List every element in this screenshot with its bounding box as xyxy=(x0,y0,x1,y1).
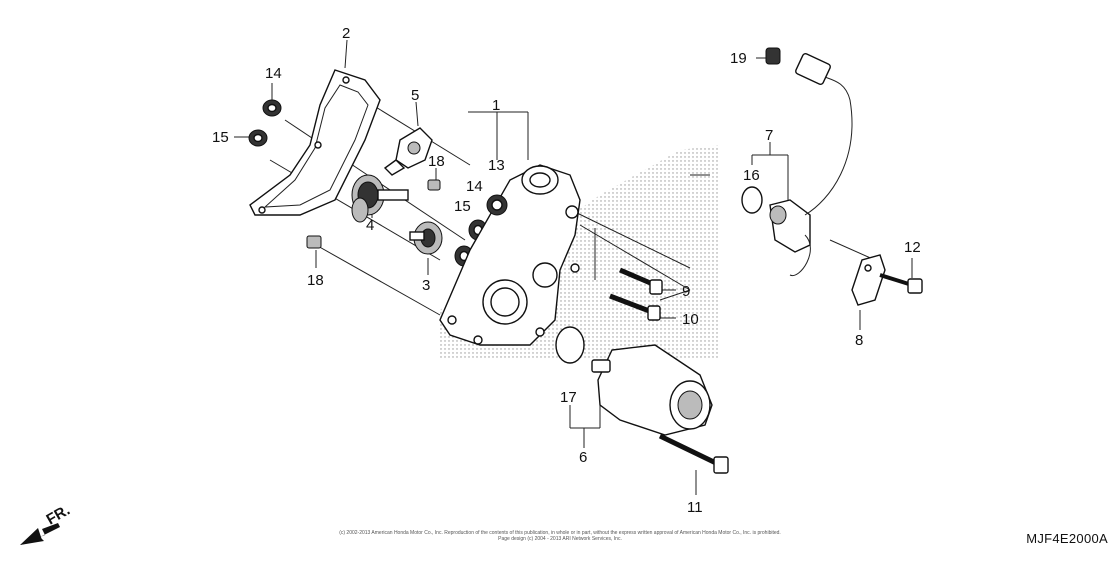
o-ring-16[interactable] xyxy=(741,186,763,214)
front-direction-arrow xyxy=(20,523,60,545)
callout-15-left[interactable]: 15 xyxy=(212,129,229,146)
bolt-12[interactable] xyxy=(879,273,923,294)
bolt-9[interactable] xyxy=(619,267,663,295)
gearbox-cover[interactable] xyxy=(439,164,581,346)
callout-19[interactable]: 19 xyxy=(730,50,747,67)
bolt-10[interactable] xyxy=(609,293,661,321)
copyright-line-1: (c) 2002-2013 American Honda Motor Co., … xyxy=(339,530,781,536)
reduction-gear-4[interactable] xyxy=(351,174,409,223)
front-marker: FR. xyxy=(44,502,73,529)
o-ring-17[interactable] xyxy=(555,326,585,364)
angle-sensor[interactable] xyxy=(769,74,853,276)
callout-16[interactable]: 16 xyxy=(743,167,760,184)
callout-2[interactable]: 2 xyxy=(342,25,350,42)
callout-7[interactable]: 7 xyxy=(765,127,773,144)
shift-arm[interactable] xyxy=(383,127,433,176)
callout-14-middle[interactable]: 14 xyxy=(466,178,483,195)
shift-motor[interactable] xyxy=(591,344,713,436)
callout-1[interactable]: 1 xyxy=(492,97,500,114)
callout-18-lower[interactable]: 18 xyxy=(307,272,324,289)
callout-9[interactable]: 9 xyxy=(682,283,690,300)
callout-17[interactable]: 17 xyxy=(560,389,577,406)
callout-12[interactable]: 12 xyxy=(904,239,921,256)
reduction-gear-3[interactable] xyxy=(409,221,443,255)
callout-5[interactable]: 5 xyxy=(411,87,419,104)
dowel-pin-lower[interactable] xyxy=(306,235,322,249)
callout-3[interactable]: 3 xyxy=(422,277,430,294)
dowel-pin-upper[interactable] xyxy=(427,179,441,191)
bolt-11[interactable] xyxy=(658,433,729,474)
diagram-code: MJF4E2000A xyxy=(1026,531,1108,546)
gasket[interactable] xyxy=(249,69,381,216)
harness-connector[interactable] xyxy=(795,52,831,86)
callout-8[interactable]: 8 xyxy=(855,332,863,349)
callout-11[interactable]: 11 xyxy=(687,499,703,516)
oil-seal-14-left[interactable] xyxy=(262,99,282,117)
callout-14-left[interactable]: 14 xyxy=(265,65,282,82)
callout-15-middle[interactable]: 15 xyxy=(454,198,471,215)
bracket-8[interactable] xyxy=(851,254,886,306)
bearing-15-left[interactable] xyxy=(248,129,268,147)
callout-labels: 1 2 3 4 5 6 7 8 9 10 11 12 13 14 14 15 1… xyxy=(212,25,921,516)
connector-cap-19[interactable] xyxy=(765,47,781,65)
callout-10[interactable]: 10 xyxy=(682,311,699,328)
callout-13[interactable]: 13 xyxy=(488,157,505,174)
copyright-line-2: Page design (c) 2004 - 2013 ARI Network … xyxy=(498,536,622,542)
copyright-notice: (c) 2002-2013 American Honda Motor Co., … xyxy=(300,530,820,542)
callout-4[interactable]: 4 xyxy=(366,217,374,234)
callout-18-upper[interactable]: 18 xyxy=(428,153,445,170)
callout-6[interactable]: 6 xyxy=(579,449,587,466)
